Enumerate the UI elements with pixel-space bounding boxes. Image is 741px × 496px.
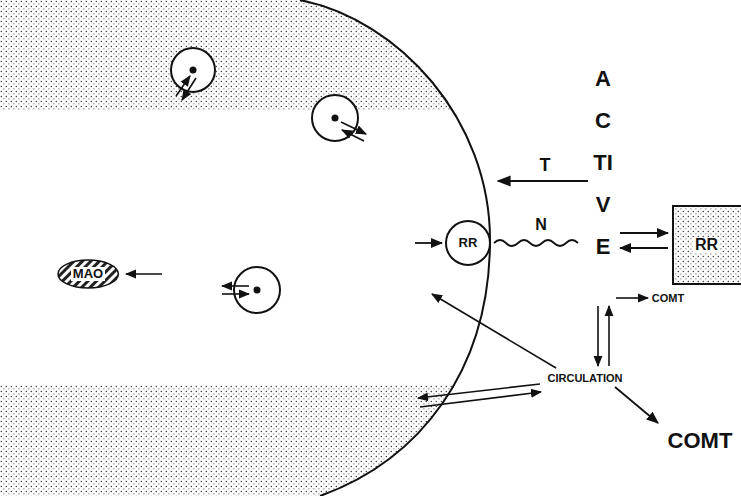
uptake-arrow (498, 180, 588, 182)
stippled-band (0, 0, 741, 110)
circulation-arrow (597, 306, 599, 366)
enzyme-label: COMT (668, 429, 733, 453)
circulation-arrow (420, 392, 541, 407)
circulation-arrow (608, 306, 610, 366)
receptor-arrow (620, 247, 668, 249)
enzyme-label: COMT (652, 292, 684, 304)
circulation-arrow (615, 387, 658, 423)
metabolism-arrow (126, 273, 162, 275)
vesicle (312, 95, 366, 141)
node-label: RR (457, 236, 480, 250)
receptor-arrow (620, 232, 668, 234)
mao-ellipse: MAO (57, 259, 119, 289)
vesicle (171, 48, 215, 100)
uptake-label: T (540, 156, 551, 176)
receptor-box: RR (672, 205, 741, 285)
vesicle (222, 267, 280, 313)
release-arrow (415, 242, 442, 244)
circulation-arrow (418, 384, 540, 398)
circulation-arrow (432, 294, 556, 368)
circulation-label: CIRCULATION (548, 372, 623, 384)
stippled-band (0, 385, 741, 496)
node-label: RR (693, 237, 720, 254)
terminal-membrane (300, 0, 490, 496)
comt-arrow (616, 297, 648, 299)
node-label: MAO (71, 267, 105, 281)
impulse-label: N (535, 216, 547, 234)
active-label: ACTIVE (592, 58, 614, 268)
nerve-impulse-wave (494, 240, 578, 246)
receptor-circle: RR (445, 220, 491, 266)
